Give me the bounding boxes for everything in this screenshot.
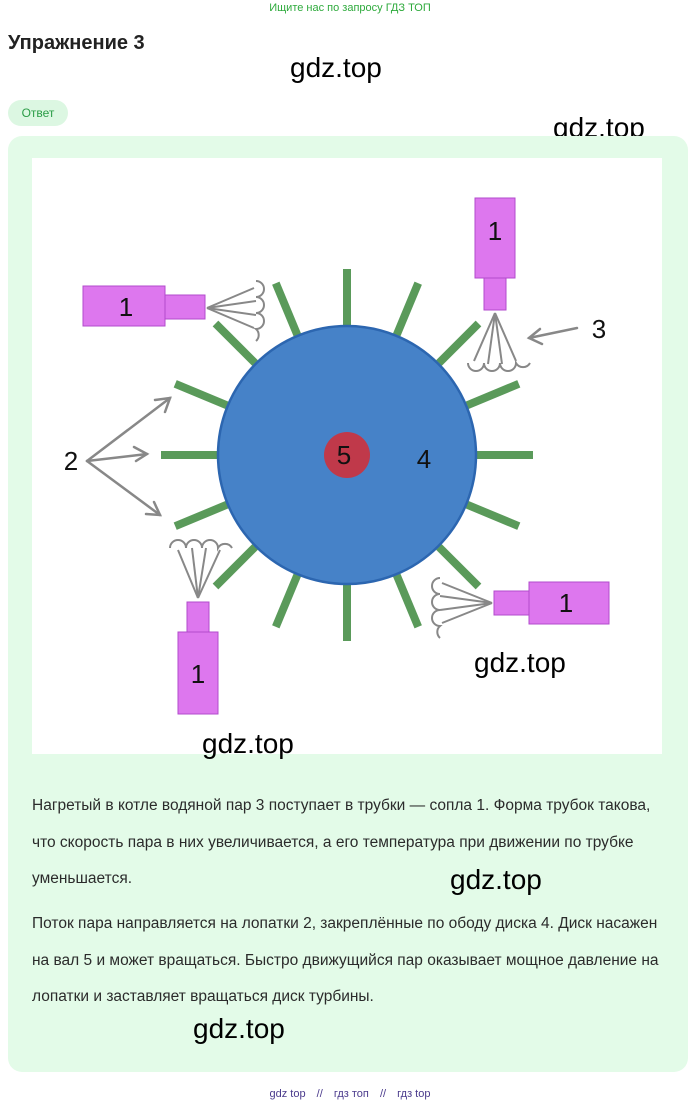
turbine-blade <box>212 320 258 366</box>
turbine-diagram: 5 4 1 1 <box>64 197 610 715</box>
explanation-paragraph-1: Нагретый в котле водяной пар 3 поступает… <box>32 797 651 887</box>
footer-link[interactable]: гдз top <box>397 1088 431 1100</box>
steam-jet-right <box>431 577 493 639</box>
steam-label: 3 <box>592 314 606 344</box>
nozzle-top: 1 <box>474 197 516 311</box>
footer-separator: // <box>379 1088 387 1100</box>
watermark: gdz.top <box>202 728 294 759</box>
answer-tab[interactable]: Ответ <box>8 100 68 126</box>
turbine-shaft <box>324 432 370 478</box>
footer-links: gdz top // гдз топ // гдз top <box>0 1088 700 1100</box>
footer-separator: // <box>316 1088 323 1100</box>
turbine-blade <box>212 544 258 590</box>
footer-link[interactable]: гдз топ <box>333 1088 369 1100</box>
watermark: gdz.top <box>193 1013 285 1044</box>
nozzle-label: 1 <box>191 659 205 689</box>
nozzle-left: 1 <box>82 285 206 327</box>
turbine-blade <box>173 380 229 409</box>
blades-label: 2 <box>64 446 78 476</box>
disk-label: 4 <box>417 444 431 474</box>
blades-arrows <box>85 396 172 517</box>
explanation-paragraph-2: Поток пара направляется на лопатки 2, за… <box>32 915 659 1005</box>
turbine-blade <box>173 501 229 530</box>
steam-arrow <box>526 326 579 346</box>
turbine-blade <box>465 501 521 530</box>
watermark: gdz.top <box>474 647 566 678</box>
watermark: gdz.top <box>290 52 382 83</box>
answer-card: 5 4 1 1 <box>8 136 688 1072</box>
nozzle-label: 1 <box>488 216 502 246</box>
shaft-label: 5 <box>337 440 351 470</box>
steam-jet-left <box>206 280 265 342</box>
watermark: gdz.top <box>450 864 542 895</box>
turbine-blade <box>465 380 521 409</box>
nozzle-right: 1 <box>493 581 610 625</box>
blades-group <box>161 269 533 641</box>
turbine-blade <box>436 320 482 366</box>
footer-link[interactable]: gdz top <box>269 1088 306 1100</box>
top-search-hint[interactable]: Ищите нас по запросу ГДЗ ТОП <box>269 2 431 14</box>
turbine-figure: 5 4 1 1 <box>32 158 662 754</box>
steam-jet-bottom <box>169 539 233 599</box>
nozzle-label: 1 <box>559 588 573 618</box>
turbine-blade <box>272 281 301 337</box>
turbine-blade <box>393 573 422 629</box>
steam-jet-top <box>467 312 531 372</box>
turbine-blade <box>436 544 482 590</box>
turbine-blade <box>393 281 422 337</box>
nozzle-label: 1 <box>119 292 133 322</box>
page-title: Упражнение 3 <box>8 32 145 54</box>
nozzle-bottom: 1 <box>177 601 219 715</box>
turbine-blade <box>272 573 301 629</box>
